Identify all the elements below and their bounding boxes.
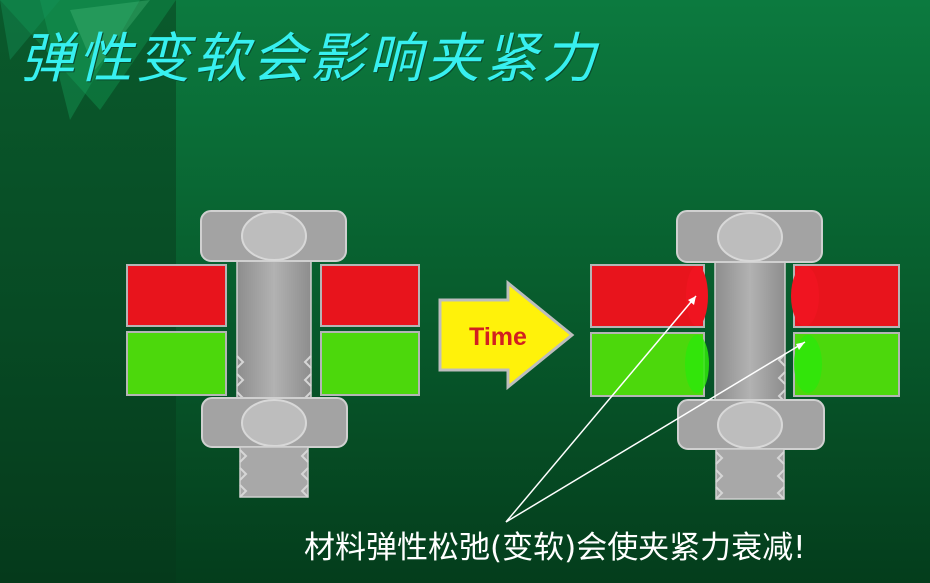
green-plate-bulge-right: [794, 335, 822, 393]
initial-bolt-assembly: [126, 210, 420, 498]
bolt-tail-threads-relaxed: [715, 451, 785, 500]
upper-left-plate-relaxed: [590, 264, 705, 328]
bolt-tail-threads: [239, 449, 309, 498]
callout-pointers: [505, 295, 806, 523]
bolt-tail: [239, 446, 309, 498]
time-arrow-label: Time: [469, 323, 527, 351]
bolt-shank-relaxed: [714, 254, 786, 406]
lower-right-plate: [320, 331, 420, 396]
pointer-arrowhead-red: [688, 296, 696, 305]
slide-caption: 材料弹性松弛(变软)会使夹紧力衰减!: [304, 530, 806, 566]
right-arrow-icon: Time: [438, 279, 575, 391]
pointer-arrowhead-green: [796, 342, 805, 350]
pointer-to-green-bulge: [505, 341, 806, 523]
bolt-tail-relaxed: [715, 448, 785, 500]
lower-left-plate: [126, 331, 227, 396]
green-plate-bulge-left: [685, 335, 709, 393]
slide-title: 弹性变软会影响夹紧力: [20, 27, 600, 90]
red-plate-bulge-left: [686, 266, 708, 326]
relaxed-bolt-assembly: [590, 210, 900, 500]
bolt-shank: [236, 254, 312, 406]
hex-bolt-icon: [200, 210, 347, 262]
upper-left-plate: [126, 264, 227, 327]
upper-right-plate: [320, 264, 420, 327]
hex-nut-icon: [201, 397, 348, 448]
hex-bolt-icon: [676, 210, 823, 263]
red-plate-bulge-right: [791, 266, 819, 326]
corner-ornament: [0, 0, 176, 120]
hex-nut-icon: [677, 399, 825, 450]
pointer-to-red-bulge: [505, 295, 697, 523]
